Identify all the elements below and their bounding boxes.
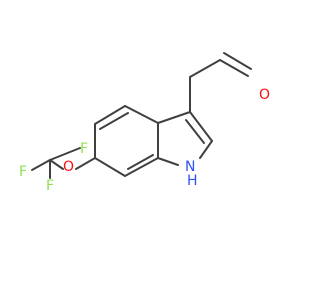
fluorine-label: F	[19, 164, 27, 180]
bond	[124, 105, 159, 124]
hydrogen-label: H	[187, 173, 198, 189]
bond	[31, 159, 51, 171]
bond	[199, 140, 213, 159]
ether-oxygen-label: O	[63, 159, 74, 175]
bond	[223, 52, 252, 70]
fluorine-label: F	[46, 178, 54, 194]
oxygen-label: O	[259, 87, 270, 103]
bond	[219, 59, 249, 77]
bond	[185, 119, 205, 144]
bond	[99, 112, 129, 130]
bond	[94, 157, 126, 177]
bond	[127, 154, 154, 170]
structure-canvas: O N H O F F F	[19, 52, 270, 194]
bond	[189, 59, 221, 78]
atom-labels: O N H O F F F	[19, 87, 270, 194]
bond	[157, 157, 179, 166]
bond	[49, 159, 64, 170]
bond	[124, 157, 159, 177]
bond	[157, 111, 191, 124]
bonds	[31, 52, 252, 179]
bond	[189, 111, 213, 142]
bond	[94, 105, 126, 125]
bond	[49, 147, 81, 161]
fluorine-label: F	[80, 141, 88, 157]
molecule-diagram: O N H O F F F	[19, 52, 270, 194]
nitrogen-label: N	[185, 159, 195, 175]
bond	[75, 157, 96, 170]
